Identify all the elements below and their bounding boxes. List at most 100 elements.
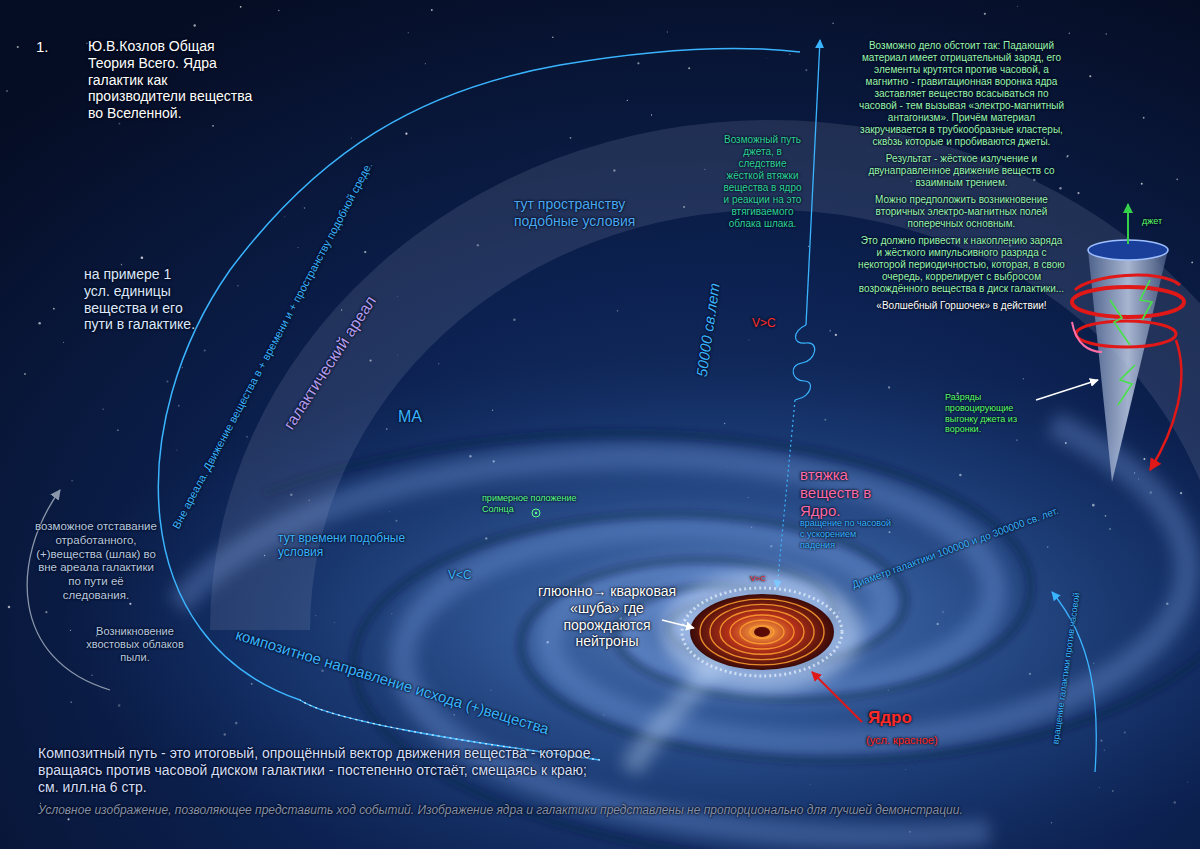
figure-number: 1. [36, 38, 66, 56]
core-ring [750, 626, 774, 639]
star [627, 100, 628, 101]
example-note: на примере 1 усл. единицы вещества и его… [84, 266, 196, 333]
field-ring [1072, 287, 1184, 317]
title: Ю.В.Козлов Общая Теория Всего. Ядра гала… [88, 38, 253, 122]
star [1023, 378, 1024, 379]
star [86, 43, 87, 44]
star [297, 247, 298, 248]
infall-line [777, 400, 795, 588]
star [364, 251, 366, 253]
star [405, 133, 407, 135]
star [24, 373, 26, 375]
star [284, 216, 286, 218]
shell-pointer [662, 620, 694, 628]
star [121, 264, 123, 266]
core-glow [662, 572, 862, 692]
star [45, 611, 47, 613]
star [835, 334, 837, 336]
discharge-bolt [1110, 300, 1130, 345]
star [1077, 192, 1079, 194]
jet-note: Возможный путь джета, в следствие жёстко… [720, 134, 805, 230]
star [425, 63, 426, 64]
hypothesis-text: Результат - жёсткое излучение и двунапра… [858, 153, 1065, 189]
dust-note: Возникновение хвостовых облаков пыли. [80, 625, 190, 665]
spiral-squiggle [793, 325, 815, 400]
condition-note: тут времени подобные условия [278, 531, 428, 560]
star [304, 207, 305, 208]
star [8, 606, 10, 608]
core-center [754, 627, 770, 637]
discharge-bolt [1140, 280, 1152, 320]
jet-arrow [1127, 204, 1129, 244]
star [1105, 33, 1107, 35]
rotation-note: вращение по часовой с ускорением падения [800, 518, 892, 550]
star [6, 90, 8, 92]
star [1141, 183, 1143, 185]
star [204, 350, 206, 352]
star [1143, 117, 1145, 119]
core-ring [730, 615, 794, 649]
star [240, 6, 242, 8]
star [351, 137, 353, 139]
core-shell [682, 588, 842, 676]
dust-lanes [264, 433, 1200, 849]
star [1089, 75, 1091, 77]
star [832, 22, 834, 24]
star [53, 308, 55, 310]
core-disk [690, 594, 834, 670]
star [570, 137, 572, 139]
sun-symbol [535, 512, 537, 514]
field-ring [1076, 321, 1176, 347]
star [176, 449, 178, 451]
caption: Условное изображение, позволяющее предст… [38, 803, 1168, 817]
star [766, 57, 768, 59]
secondary-field [1072, 322, 1102, 352]
star [70, 701, 71, 702]
core-ring [700, 599, 824, 665]
core-ring [710, 604, 814, 659]
speed-label: V>C [752, 316, 792, 330]
hypothesis-text: Возможно дело обстоит так: Падающий мате… [858, 40, 1065, 148]
core-pointer [812, 672, 862, 722]
note-column: Возможно дело обстоит так: Падающий мате… [858, 40, 1065, 317]
star [178, 405, 179, 406]
star [513, 318, 516, 321]
star [431, 9, 433, 11]
star [67, 818, 69, 820]
star [212, 125, 214, 127]
sun-symbol [532, 509, 540, 517]
star [1066, 156, 1068, 158]
star [789, 54, 790, 55]
core-ring [740, 620, 784, 643]
star [651, 114, 652, 115]
star [237, 285, 238, 286]
star [1017, 6, 1018, 7]
lag-note: возможное отставание отработанного, (+)в… [35, 520, 157, 603]
star [984, 13, 986, 15]
jet-line [806, 40, 820, 325]
star [117, 430, 118, 431]
condition-note: тут пространству подобные условия [514, 196, 664, 230]
star [71, 480, 72, 481]
core-shell-label: глюонно→ кварковая «шуба» где порождаютс… [532, 583, 682, 650]
core-ring [720, 610, 804, 655]
star [17, 46, 19, 48]
star [617, 310, 619, 312]
star [194, 24, 196, 26]
star [102, 409, 103, 410]
star [1069, 33, 1070, 34]
star [278, 10, 280, 12]
star [438, 363, 440, 365]
star [688, 67, 690, 69]
funnel-cone [1088, 250, 1168, 482]
hypothesis-text: Это должно привести к накоплению заряда … [858, 235, 1065, 295]
star [667, 31, 668, 32]
star [1059, 187, 1061, 189]
discharge-note: Разряды провоцирующие выгонку джета из в… [945, 392, 1033, 435]
core-note: (усл. красное) [866, 734, 966, 747]
star [748, 340, 749, 341]
star [829, 330, 831, 332]
region-label: МА [398, 407, 438, 426]
core-rings [700, 599, 824, 665]
